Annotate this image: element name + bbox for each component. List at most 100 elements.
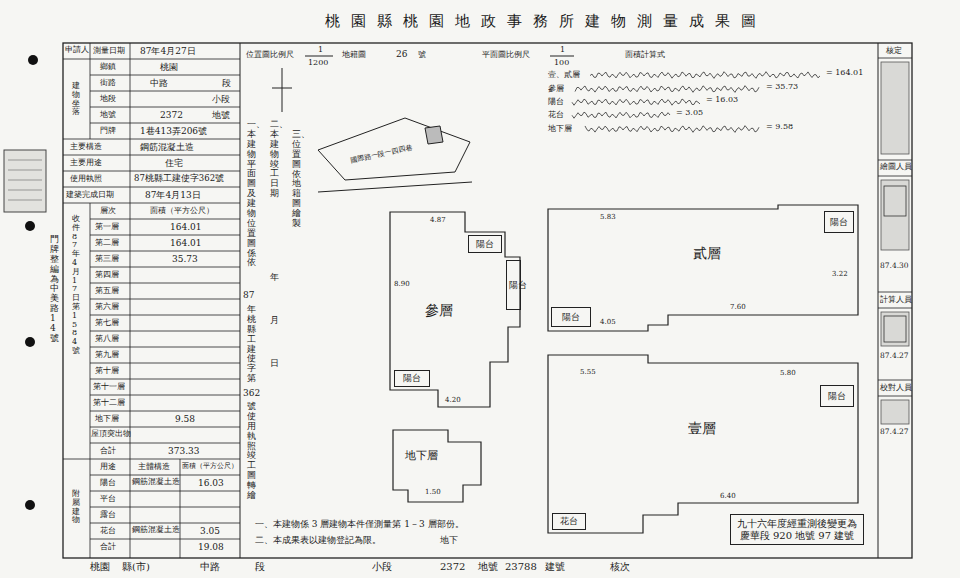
table-cell: 住宅 [165,158,183,168]
table-cell: 第二層 [95,238,119,247]
formula-scribble [590,72,820,79]
table-cell: 平台 [100,494,116,503]
box-outline [553,514,586,530]
footer-cell: 段 [255,561,265,573]
scale-note: 100 [554,58,569,67]
table-cell: 9.58 [175,414,195,424]
table-cell: 鄉鎮 [100,62,116,71]
balcony-box: 陽台 [824,211,854,233]
table-cell: 面積（平方公尺） [182,462,238,470]
grid-line [63,139,240,140]
table-cell: 鋼筋混凝土造 [132,526,180,535]
area-formula: = 16.03 [706,95,738,104]
dimension: 6.40 [720,492,736,500]
grid-line [90,315,240,316]
formula-scribble [575,86,759,93]
room-label: 陽台 [403,373,421,383]
table-cell: 面積（平方公尺） [150,206,214,215]
footer-cell: 縣(市) [122,561,150,573]
grid-line [878,380,912,381]
table-cell: 中路 [150,78,168,88]
footer-cell: 中路 [200,561,220,573]
footer-cell: 核次 [610,561,630,573]
formula-scribble [572,99,700,105]
survey-note: 月 [270,315,279,325]
area-formula: 參層 [548,84,564,93]
punch-hole [25,500,35,510]
box-outline [825,212,854,233]
signature-field: 繪圖人員 [880,163,912,172]
fraction-bar [550,56,574,57]
table-cell: 主要用途 [70,158,102,167]
dimension: 4.20 [445,396,461,404]
grid-line [878,308,912,309]
box-outline [552,308,591,327]
table-cell: 主要構造 [70,142,102,151]
grid-line [90,475,240,476]
survey-note: 三、位置圖依地籍圖繪製 [292,130,301,229]
room-label: 九十六年度經重測後變更為 慶華段 920 地號 97 建號 [734,518,860,541]
grid-line [90,363,240,364]
floor-label: 壹層 [688,420,716,436]
grid-line [878,160,912,161]
survey-note: 87 [243,290,254,300]
grid-line [63,155,240,156]
table-cell: 3.05 [200,526,220,536]
fraction-bar [305,56,333,57]
seal-stamp [884,186,906,216]
plan-outline [548,355,858,533]
grid-line [878,58,912,59]
table-cell: 第十一層 [93,382,125,391]
table-cell: 164.01 [170,238,202,248]
seal-stamps [881,62,909,424]
table-cell: 第五層 [95,286,119,295]
area-formula: = 3.05 [676,108,703,117]
table-cell: 附屬建物 [72,490,80,525]
table-cell: 屋頂突出物 [91,430,131,439]
table-cell: 收件87年4月17日第1584號 [72,215,80,356]
footer-cell: 建號 [545,561,565,573]
location-map [318,118,472,192]
grid-line [90,395,240,396]
grid-line [90,107,240,108]
grid-line [130,43,131,558]
punch-holes [25,55,38,510]
north-arrow [272,88,292,89]
table-cell: 露台 [100,510,116,519]
plan-outline [548,205,858,331]
room-label: 陽台 [830,217,848,227]
grid-line [90,507,240,508]
grid-line [90,219,240,220]
table-cell: 164.01 [170,222,202,232]
area-formula: = 35.73 [766,82,798,91]
north-arrow [282,68,283,112]
plan-outline [390,212,520,407]
table-cell: 第三層 [95,254,119,263]
margin-note: 門牌整編為中美路14號 [50,235,59,344]
formula-scribble [572,112,670,118]
table-cell: 申請人 [65,46,89,55]
grid-line [90,251,240,252]
scale-note: 1 [318,45,323,54]
table-grid [63,43,240,558]
sheet-frame [63,43,912,558]
dimension: 3.22 [832,270,848,278]
seal-stamp [881,62,909,154]
scale-note: 1 [560,45,565,54]
grid-line [63,171,240,172]
table-cell: 小段 [212,94,230,104]
seal-stamp [881,312,909,346]
survey-note: 二、本建物竣工日期 [270,120,279,199]
scale-note: 26 [396,49,407,59]
grid-line [90,91,240,92]
grid-line [90,331,240,332]
table-cell: 87年4月13日 [145,190,201,200]
footer-cell: 地號 [478,561,498,573]
grid-line [90,539,240,540]
dimension: 4.05 [600,318,616,326]
survey-note: 年 [270,272,279,282]
balcony-box: 陽台 [394,370,430,387]
table-cell: 建物坐落 [72,82,80,117]
